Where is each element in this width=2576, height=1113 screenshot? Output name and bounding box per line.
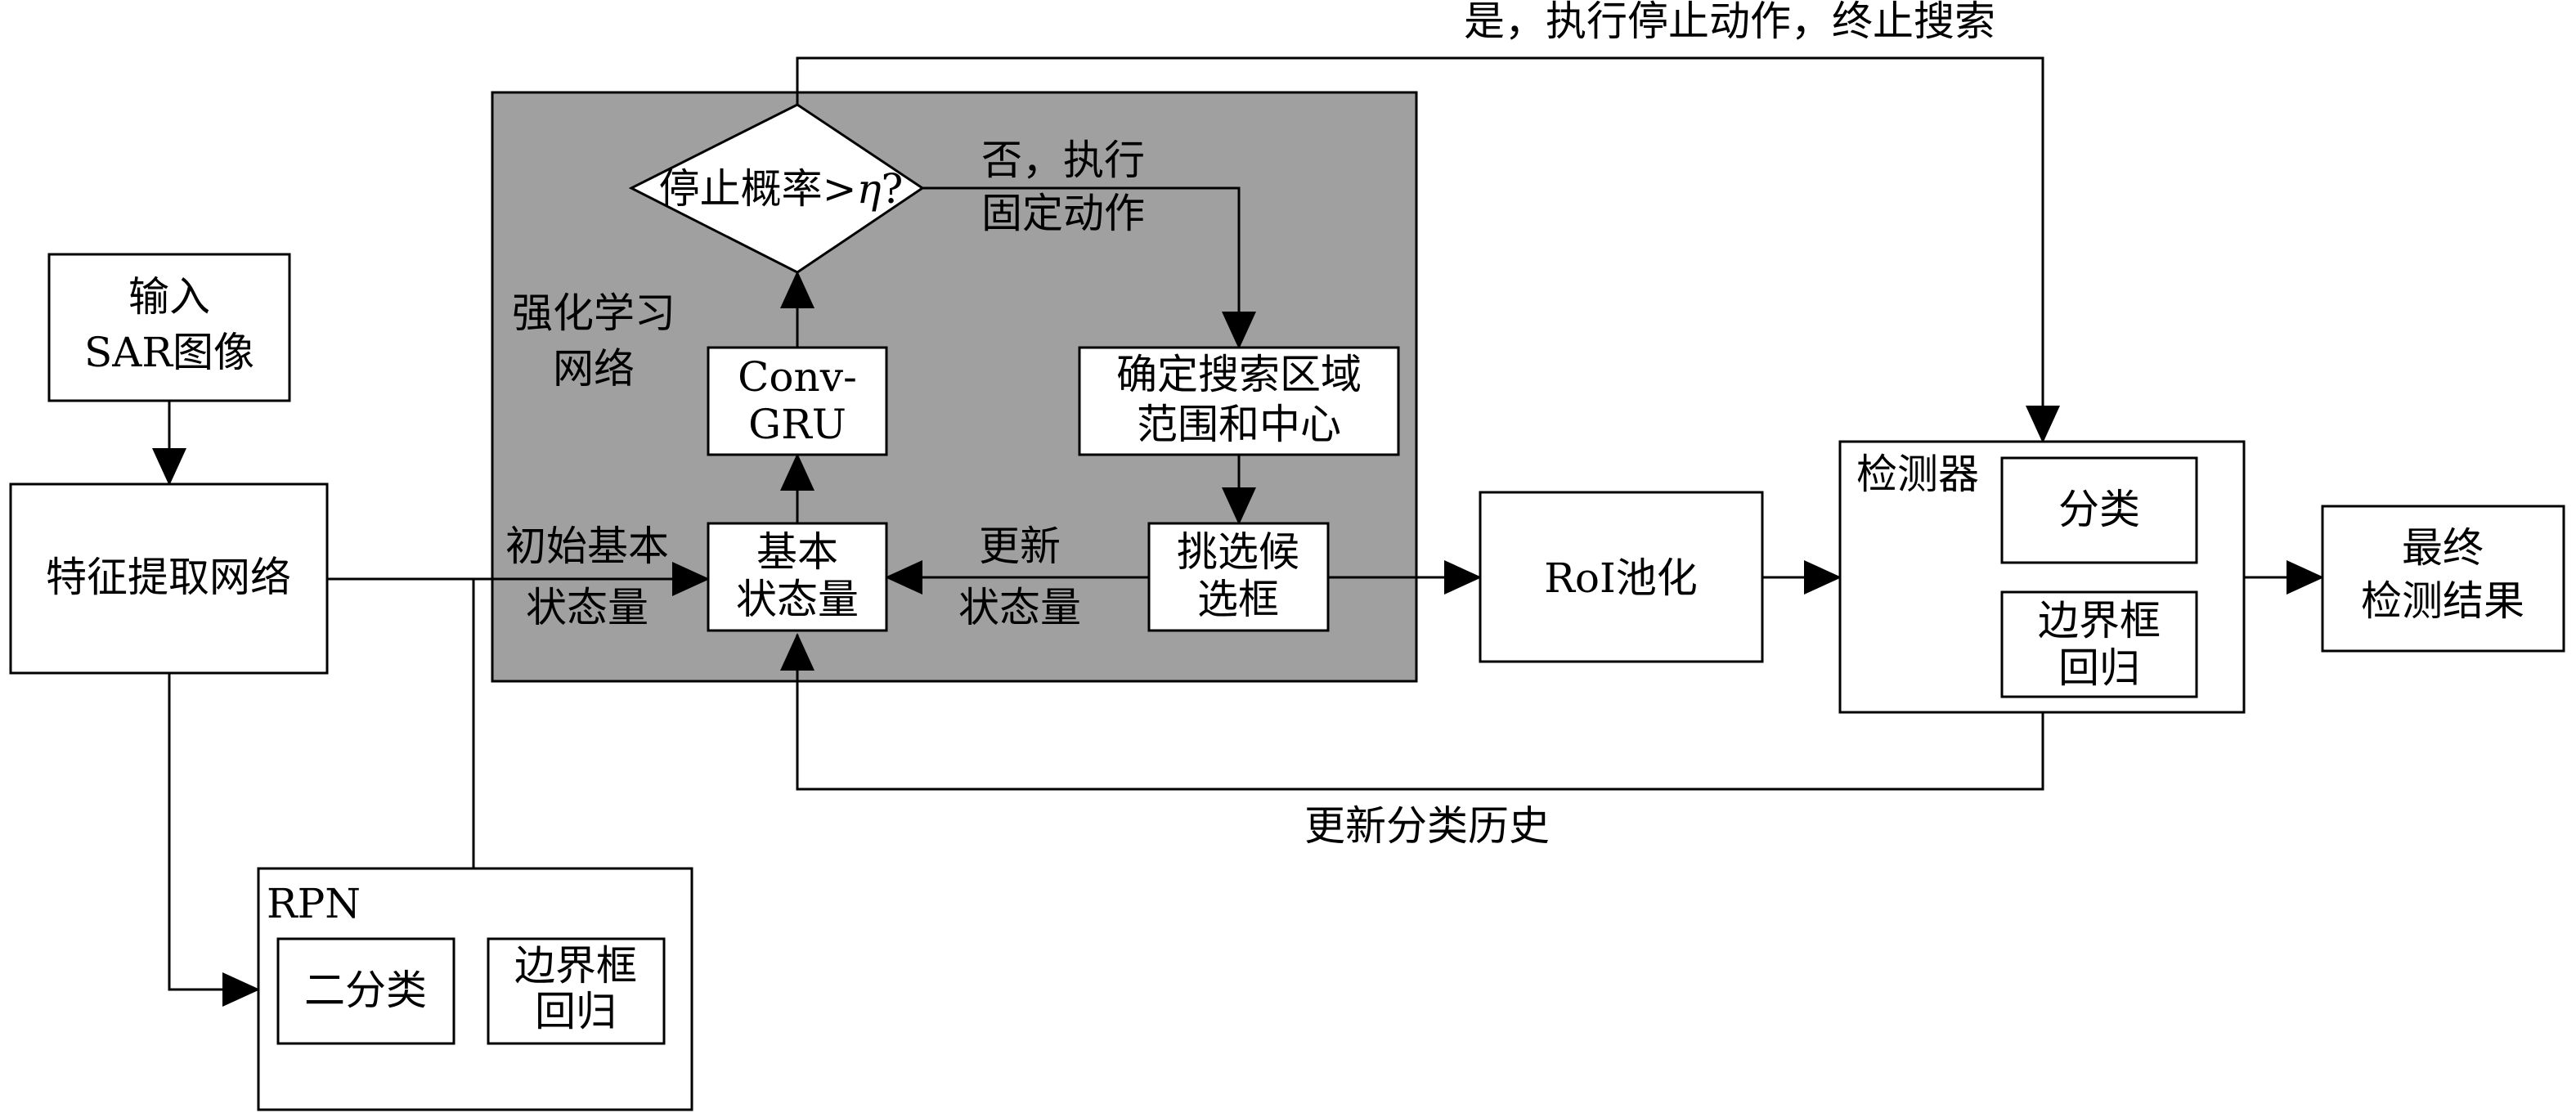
final-result-line2: 检测结果: [2361, 577, 2524, 625]
feature-extraction-label: 特征提取网络: [46, 554, 291, 601]
edge-decision-yes-to-detector: [796, 56, 2060, 443]
edge-feature-to-rpn: [168, 673, 260, 1007]
rl-network-label-line2: 网络: [553, 345, 635, 393]
base-state-line1: 基本: [756, 528, 838, 576]
roi-pooling-node: RoI池化: [1479, 491, 1764, 663]
rpn-binary-cls-label: 二分类: [304, 967, 427, 1014]
base-state-line2: 状态量: [736, 576, 859, 623]
conv-gru-line1: Conv-: [738, 353, 857, 401]
edge-detector-history-to-base: [780, 633, 2044, 791]
stop-decision-cmp: >: [823, 165, 857, 213]
connectors: [152, 56, 2324, 1007]
rpn-node: RPN 二分类 边界框 回归: [257, 867, 693, 1111]
detector-reg-box: [2000, 590, 2198, 698]
stop-decision-eta: η: [857, 165, 882, 213]
base-state-node: 基本 状态量: [707, 522, 888, 632]
edge-decision-no-to-search: [922, 186, 1256, 349]
stop-decision-suffix: ?: [882, 165, 904, 213]
search-region-line2: 范围和中心: [1137, 401, 1341, 448]
label-update-state-line1: 更新: [979, 523, 1061, 570]
select-candidate-line1: 挑选候: [1177, 528, 1299, 576]
roi-pooling-label: RoI池化: [1544, 554, 1698, 602]
stop-decision-prefix: 停止概率: [659, 165, 823, 213]
detector-reg-line1: 边界框: [2038, 597, 2161, 644]
label-init-state-line2: 状态量: [526, 584, 648, 631]
stop-decision-label: 停止概率>η?: [659, 165, 904, 213]
search-region-line1: 确定搜索区域: [1116, 351, 1362, 398]
search-region-node: 确定搜索区域 范围和中心: [1078, 346, 1400, 456]
feature-extraction-node: 特征提取网络: [9, 482, 329, 675]
rpn-bbox-reg-box: [487, 937, 666, 1045]
rpn-binary-cls-box: [276, 937, 456, 1045]
conv-gru-node: Conv- GRU: [707, 346, 888, 456]
rl-network-label-line1: 强化学习: [512, 289, 675, 337]
select-candidate-line2: 选框: [1197, 576, 1279, 623]
detector-cls-label: 分类: [2058, 486, 2140, 533]
final-result-node: 最终 检测结果: [2321, 505, 2565, 653]
label-init-state-line1: 初始基本: [505, 523, 669, 570]
detector-node: 检测器 分类 边界框 回归: [1838, 440, 2246, 714]
rpn-bbox-reg-line1: 边界框: [514, 942, 637, 990]
label-update-cls-history: 更新分类历史: [1304, 802, 1550, 850]
input-line1: 输入: [128, 273, 210, 321]
rpn-title: RPN: [267, 880, 361, 927]
final-result-line1: 最终: [2402, 524, 2484, 572]
label-yes-stop: 是，执行停止动作，终止搜索: [1464, 0, 1995, 45]
detector-cls-box: [2000, 456, 2198, 564]
detector-title: 检测器: [1856, 451, 1979, 498]
conv-gru-line2: GRU: [748, 401, 846, 448]
input-line2: SAR图像: [84, 329, 254, 376]
detector-reg-line2: 回归: [2058, 644, 2140, 692]
label-update-state-line2: 状态量: [958, 584, 1081, 631]
label-no-fixed-line2: 固定动作: [981, 190, 1145, 237]
stop-decision-node: 停止概率>η?: [628, 103, 925, 274]
rpn-bbox-reg-line2: 回归: [535, 988, 617, 1035]
select-candidate-node: 挑选候 选框: [1147, 522, 1330, 632]
label-no-fixed-line1: 否，执行: [981, 137, 1145, 184]
input-node: 输入 SAR图像: [47, 253, 291, 402]
